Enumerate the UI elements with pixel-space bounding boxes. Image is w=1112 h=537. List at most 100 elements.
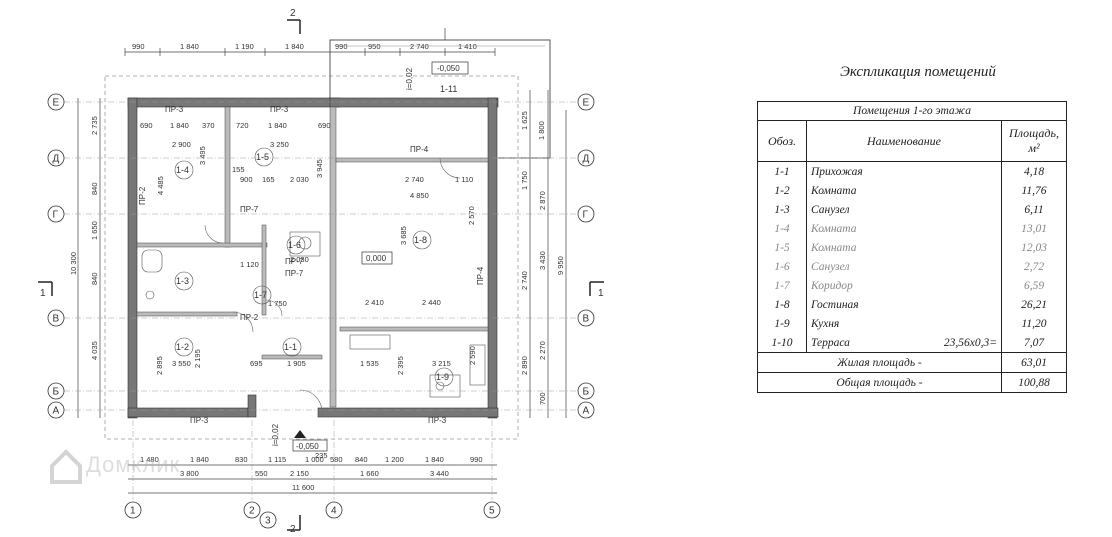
row-id: 1-6: [757, 257, 807, 276]
axis-bubble: [577, 93, 595, 111]
row-name-text: Коридор: [811, 279, 853, 292]
dimension-label: 3 945: [315, 159, 324, 178]
slope-label-top: i=0,02: [405, 67, 414, 90]
room-label-1-8: 1-8: [414, 235, 427, 245]
axis-bubble: [577, 309, 595, 327]
dimension-label: 9 950: [556, 256, 565, 275]
axis-bubble: [577, 401, 595, 419]
total-area-label: Общая площадь -: [757, 372, 1002, 393]
door-swings: [204, 157, 461, 413]
lintel-labels: ПР-3 ПР-3 ПР-2 ПР-4 ПР-7 ПР-7 ПР-7 ПР-2 …: [138, 105, 485, 425]
dimension-label: 900: [240, 175, 253, 184]
dimension-label: 3 440: [430, 469, 449, 478]
axis-bubble: [124, 501, 142, 519]
dimension-label: 690: [318, 121, 331, 130]
row-name: Кухня: [806, 314, 1002, 333]
dimension-label: 2 150: [290, 469, 309, 478]
dimension-label: 155: [232, 165, 245, 174]
svg-text:ПР-3: ПР-3: [190, 416, 209, 425]
dimension-label: 700: [538, 392, 547, 405]
dimension-label: 3 685: [399, 226, 408, 245]
explication-row: 1-8 Гостиная 26,21: [757, 295, 1067, 314]
header-name: Наименование: [806, 120, 1002, 162]
row-area: 4,18: [1001, 161, 1067, 181]
dimension-label: 1 410: [458, 42, 477, 51]
room-label-1-9: 1-9: [436, 372, 449, 382]
dimension-label: 1 650: [90, 221, 99, 240]
floor-level: 0,000: [366, 254, 387, 263]
terrace: [329, 28, 551, 159]
dimension-label: Г: [583, 210, 589, 221]
axis-bubble: [259, 511, 277, 529]
dimension-label: 1 750: [268, 299, 287, 308]
svg-text:ПР-3: ПР-3: [165, 105, 184, 114]
top-dimension-line: [124, 48, 496, 56]
bathroom-fixtures: [141, 231, 486, 398]
dimension-label: 1 110: [455, 175, 473, 184]
dimension-label: 2 395: [396, 356, 405, 375]
dimension-label: 695: [250, 359, 263, 368]
living-area-label: Жилая площадь -: [757, 352, 1002, 373]
svg-text:ПР-3: ПР-3: [428, 416, 447, 425]
dimension-label: 2 740: [410, 42, 429, 51]
row-id: 1-4: [757, 219, 807, 238]
header-area: Площадь,м²: [1001, 120, 1067, 162]
room-label-1-6: 1-6: [288, 240, 301, 250]
dimension-label: 235: [315, 451, 328, 460]
row-calc: 23,56x0,3=: [943, 336, 997, 349]
svg-text:ПР-4: ПР-4: [410, 145, 429, 154]
row-id: 1-8: [757, 295, 807, 314]
dimension-label: 3 550: [172, 359, 191, 368]
dimension-label: 1 190: [235, 42, 254, 51]
dimension-label: 1 625: [520, 111, 529, 130]
row-area: 7,07: [1001, 333, 1067, 353]
row-area: 26,21: [1001, 295, 1067, 314]
dimension-label: 1 660: [360, 469, 379, 478]
svg-text:ПР-3: ПР-3: [270, 105, 289, 114]
axis-bubble: [577, 149, 595, 167]
axis-bubble: [47, 149, 65, 167]
row-name: Санузел: [806, 257, 1002, 276]
room-label-1-5: 1-5: [256, 152, 269, 162]
dimension-label: 2 740: [520, 271, 529, 290]
dimension-label: 3 430: [538, 251, 547, 270]
bottom-dimension-line: [128, 464, 497, 494]
dimension-label: 3 800: [180, 469, 199, 478]
total-area-value: 100,88: [1001, 372, 1067, 393]
room-label-1-7: 1-7: [254, 290, 267, 300]
dimension-label: 3 250: [270, 140, 289, 149]
dimension-label: 2 890: [520, 356, 529, 375]
row-name-text: Комната: [811, 184, 857, 197]
row-id: 1-1: [757, 161, 807, 181]
dimension-label: Г: [53, 210, 59, 221]
dimension-label: 1 115: [268, 455, 286, 464]
dimension-label: 990: [470, 455, 483, 464]
dimension-label: 1 840: [180, 42, 199, 51]
dimension-label: 1 840: [425, 455, 444, 464]
row-name-text: Терраса: [811, 336, 850, 349]
dimension-label: 2 740: [405, 175, 424, 184]
row-id: 1-10: [757, 333, 807, 353]
axis-bubble: [47, 309, 65, 327]
dimension-label: 990: [335, 42, 348, 51]
row-name: Гостиная: [806, 295, 1002, 314]
row-id: 1-2: [757, 181, 807, 200]
dimension-label: 1 905: [287, 359, 306, 368]
header-id: Обоз.: [757, 120, 807, 162]
room-label-1-1: 1-1: [284, 342, 297, 352]
dimension-label: 2 195: [193, 349, 202, 368]
dimension-label: 840: [355, 455, 368, 464]
left-dimension-line: [77, 98, 101, 418]
axis-bubble: [47, 93, 65, 111]
row-area: 11,76: [1001, 181, 1067, 200]
row-area: 6,59: [1001, 276, 1067, 295]
dimension-label: 370: [202, 121, 215, 130]
row-name-text: Гостиная: [811, 298, 859, 311]
roof-outline: [104, 75, 519, 440]
dimension-label: 1 840: [285, 42, 304, 51]
dimension-label: 550: [255, 469, 268, 478]
